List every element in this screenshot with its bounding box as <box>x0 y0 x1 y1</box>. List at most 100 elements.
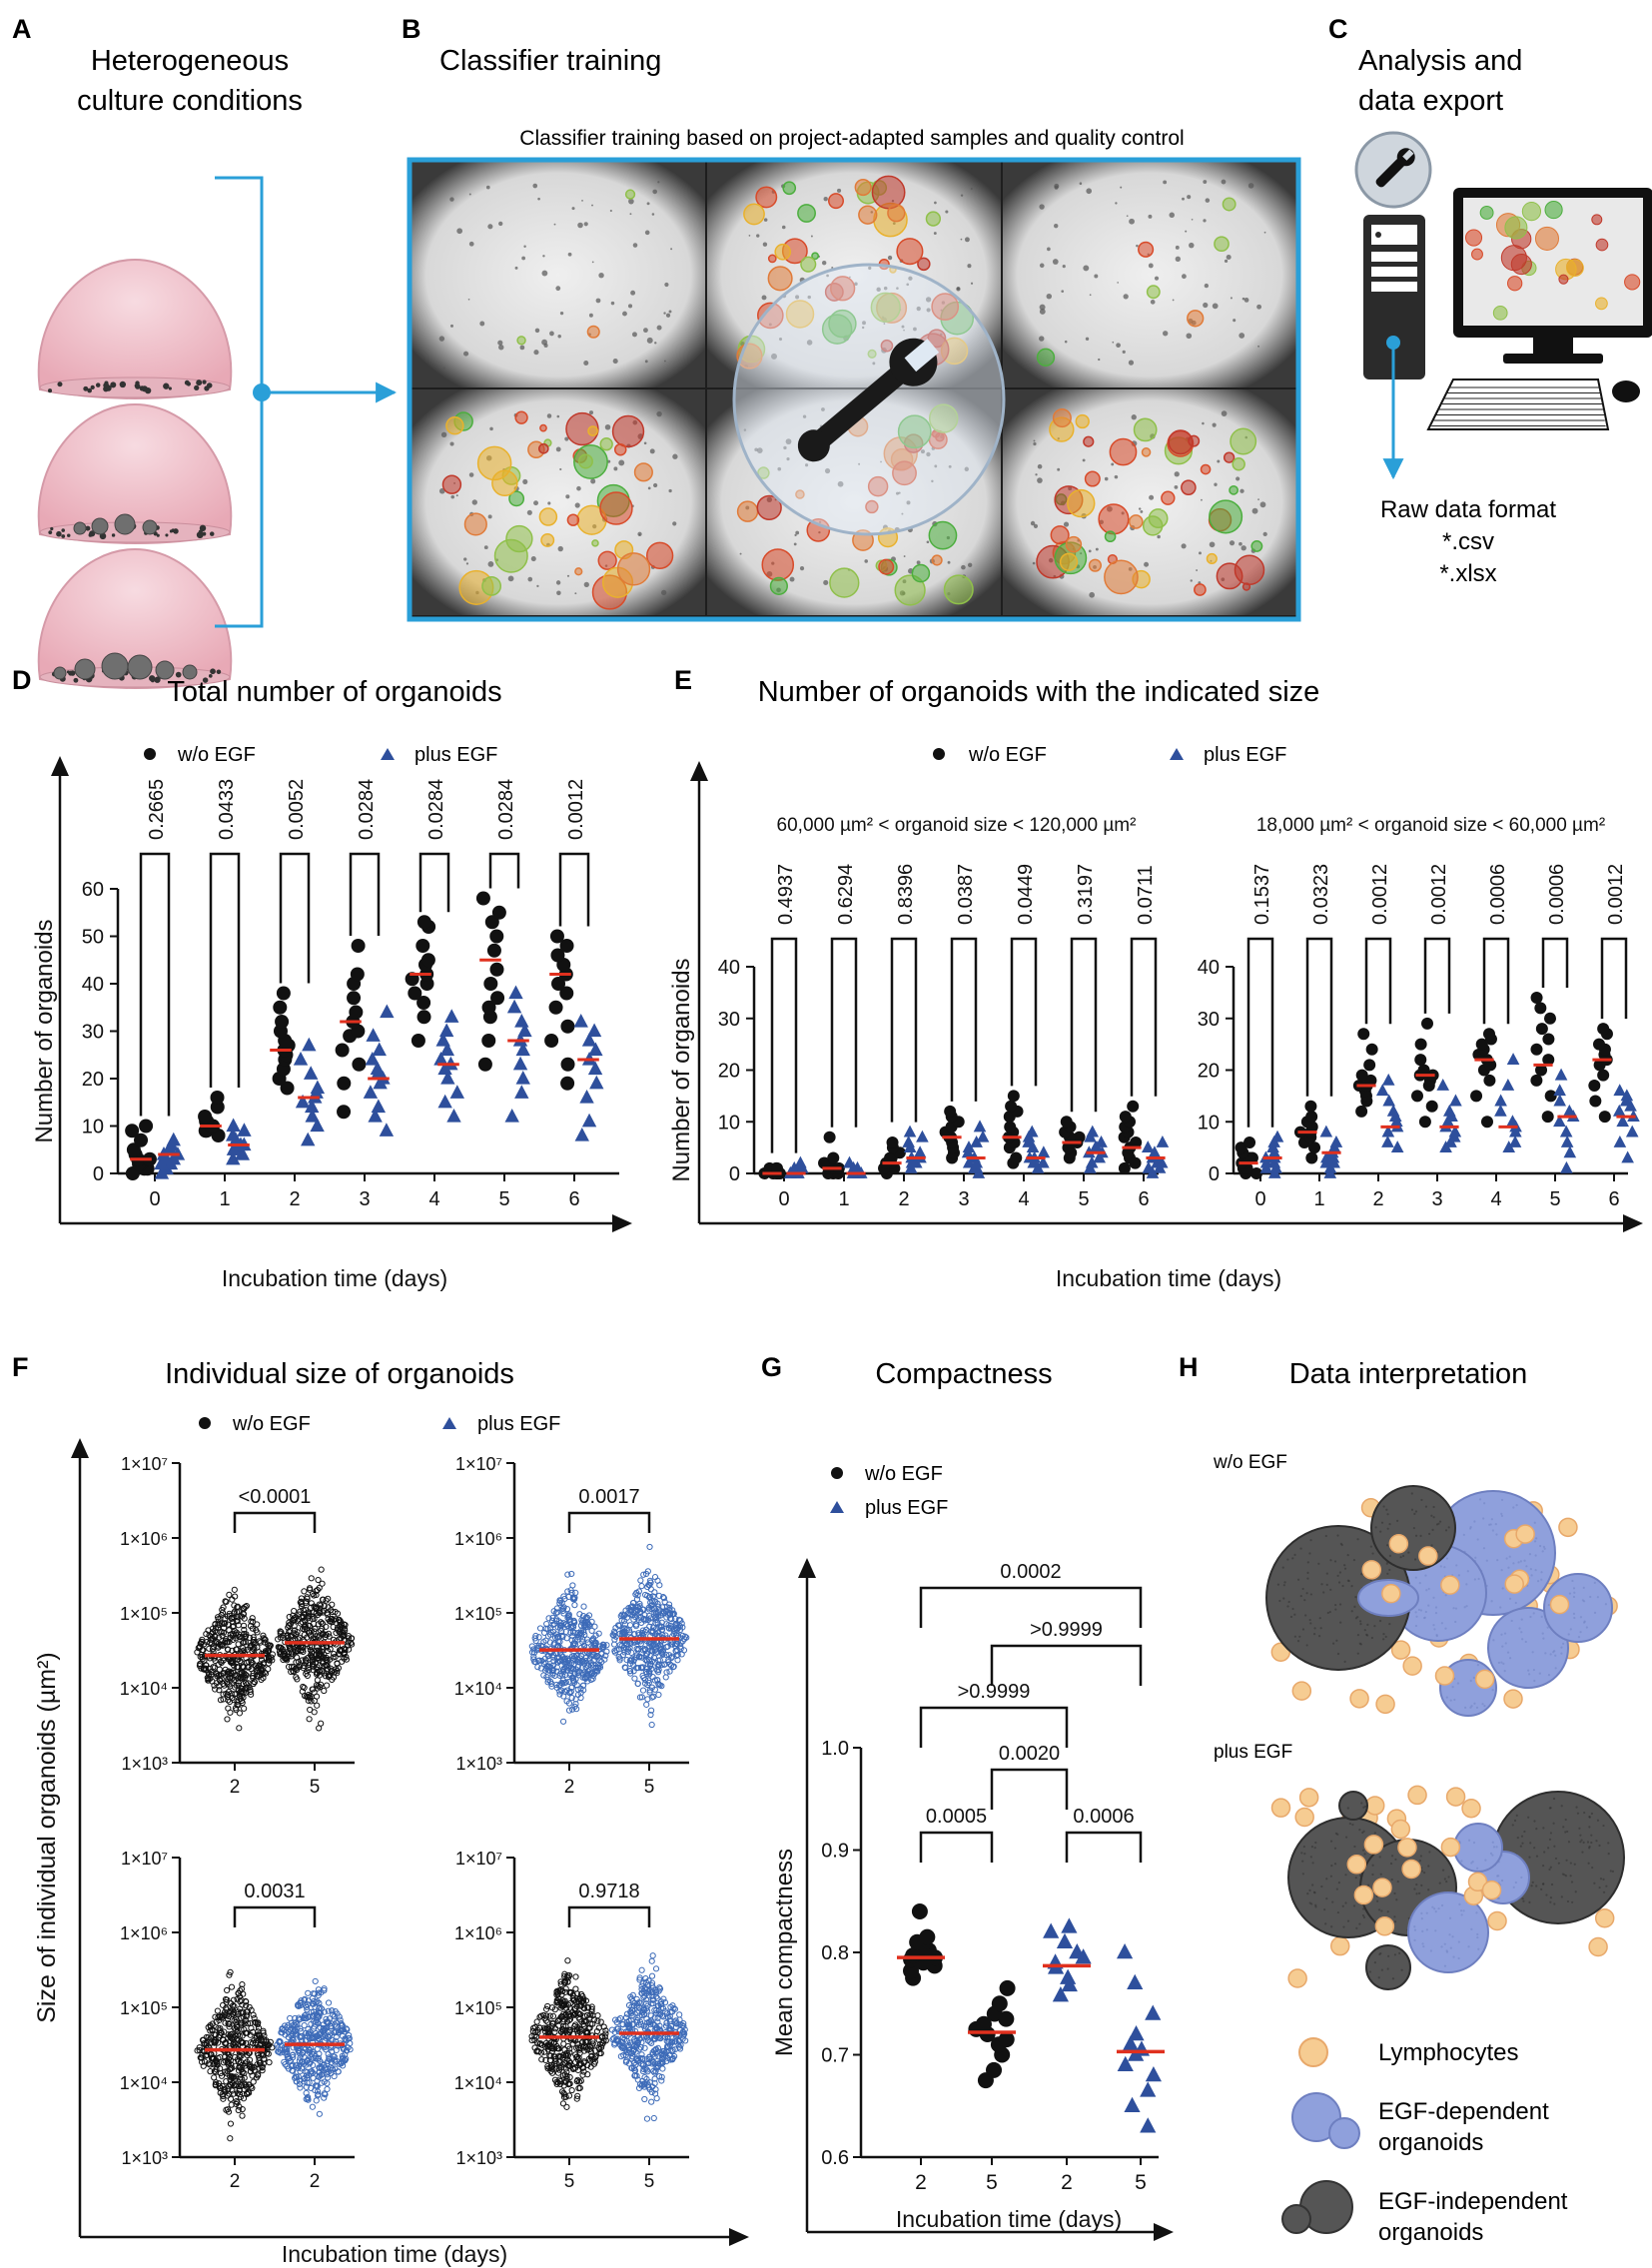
debris <box>631 332 637 338</box>
point-wo-egf <box>1425 1100 1438 1113</box>
classified-organoid <box>441 474 462 494</box>
debris <box>1150 300 1156 305</box>
point-wo-egf <box>233 1646 240 1653</box>
p-value: 0.0012 <box>1428 864 1450 925</box>
debris <box>514 266 518 270</box>
debris <box>1116 343 1121 349</box>
classified-organoid <box>1050 525 1070 545</box>
debris <box>1212 422 1217 427</box>
point-wo-egf <box>490 991 505 1006</box>
y-tick-label: 40 <box>718 957 740 979</box>
classified-organoid <box>1133 417 1158 442</box>
point-wo-egf <box>225 1697 232 1704</box>
significance-bracket <box>567 1511 651 1533</box>
point-plus-egf <box>676 2011 683 2018</box>
y-tick-label: 1×10³ <box>121 2148 168 2168</box>
point-plus-egf <box>1494 1104 1507 1117</box>
point-wo-egf <box>258 1667 265 1675</box>
classified-organoid <box>537 442 549 454</box>
y-tick-label: 10 <box>82 1117 104 1138</box>
point-plus-egf <box>577 1633 585 1640</box>
point-wo-egf <box>323 1597 330 1604</box>
point-wo-egf <box>253 1627 260 1634</box>
point-wo-egf <box>351 939 366 953</box>
debris <box>1052 259 1059 265</box>
debris <box>618 459 625 466</box>
debris <box>883 286 888 291</box>
point-wo-egf <box>1544 1090 1557 1103</box>
debris <box>449 197 454 202</box>
debris <box>1144 561 1150 567</box>
culture-bracket <box>215 176 264 628</box>
debris <box>1221 410 1228 416</box>
debris <box>895 491 899 495</box>
legend-marker-wo <box>144 748 156 760</box>
classified-organoid <box>757 302 784 330</box>
point-wo-egf <box>318 1681 325 1689</box>
point-wo-egf <box>313 1682 321 1689</box>
point-wo-egf <box>249 1625 256 1632</box>
point-plus-egf <box>1056 1932 1074 1949</box>
classified-organoid <box>1084 470 1101 487</box>
software-icon <box>1354 131 1432 209</box>
point-plus-egf <box>648 1721 655 1729</box>
point-plus-egf <box>1156 1134 1170 1147</box>
debris <box>1169 212 1175 219</box>
point-plus-egf <box>638 1966 645 1973</box>
classified-organoid <box>587 425 598 436</box>
panel-d-title: Total number of organoids <box>167 676 501 708</box>
point-plus-egf <box>635 1614 642 1621</box>
debris <box>1154 276 1160 281</box>
point-wo-egf <box>232 1684 239 1691</box>
screen-organoid <box>1544 201 1563 220</box>
point-wo-egf <box>318 1566 325 1573</box>
significance-bracket <box>950 937 978 1102</box>
panel-a-title-line2: culture conditions <box>77 85 303 117</box>
classified-organoid <box>1194 583 1207 596</box>
point-plus-egf <box>380 1004 395 1019</box>
point-wo-egf <box>348 1641 356 1648</box>
significance-bracket <box>418 852 450 913</box>
point-plus-egf <box>287 2014 294 2022</box>
point-wo-egf <box>291 1607 298 1615</box>
point-wo-egf <box>341 1631 348 1638</box>
debris <box>802 414 807 418</box>
point-plus-egf <box>1506 1053 1520 1066</box>
debris <box>945 210 949 214</box>
debris <box>644 360 648 364</box>
legend-marker-wo <box>831 1467 843 1479</box>
debris <box>644 230 650 236</box>
significance-bracket <box>990 1644 1143 1686</box>
debris <box>537 197 540 201</box>
screen-organoid <box>1591 214 1603 226</box>
classified-organoid <box>1109 437 1138 466</box>
debris <box>1209 541 1216 548</box>
classified-organoid <box>1146 285 1161 300</box>
point-plus-egf <box>567 1667 574 1675</box>
classified-organoid <box>867 475 889 497</box>
debris <box>1226 254 1232 260</box>
point-plus-egf <box>554 1624 561 1631</box>
debris <box>555 580 561 585</box>
point-wo-egf <box>334 1660 341 1668</box>
debris <box>821 261 827 266</box>
debris <box>826 274 829 278</box>
cell-dot <box>141 385 148 392</box>
point-wo-egf <box>236 1693 244 1700</box>
x-tick-label: 5 <box>1078 1188 1089 1210</box>
point-wo-egf <box>219 1609 227 1616</box>
point-wo-egf <box>827 1151 840 1164</box>
p-value: 0.0284 <box>495 779 517 840</box>
legend-label-wo: w/o EGF <box>177 744 256 766</box>
debris <box>903 555 906 557</box>
debris <box>468 472 474 477</box>
debris <box>1233 319 1237 323</box>
y-tick-label: 60 <box>82 879 104 901</box>
point-plus-egf <box>549 1652 557 1659</box>
classified-organoid <box>1200 463 1212 475</box>
point-wo-egf <box>1355 1105 1368 1118</box>
legend-label-wo: w/o EGF <box>968 744 1047 766</box>
debris <box>487 514 492 519</box>
point-plus-egf <box>449 1085 465 1099</box>
point-plus-egf <box>1086 1125 1100 1137</box>
